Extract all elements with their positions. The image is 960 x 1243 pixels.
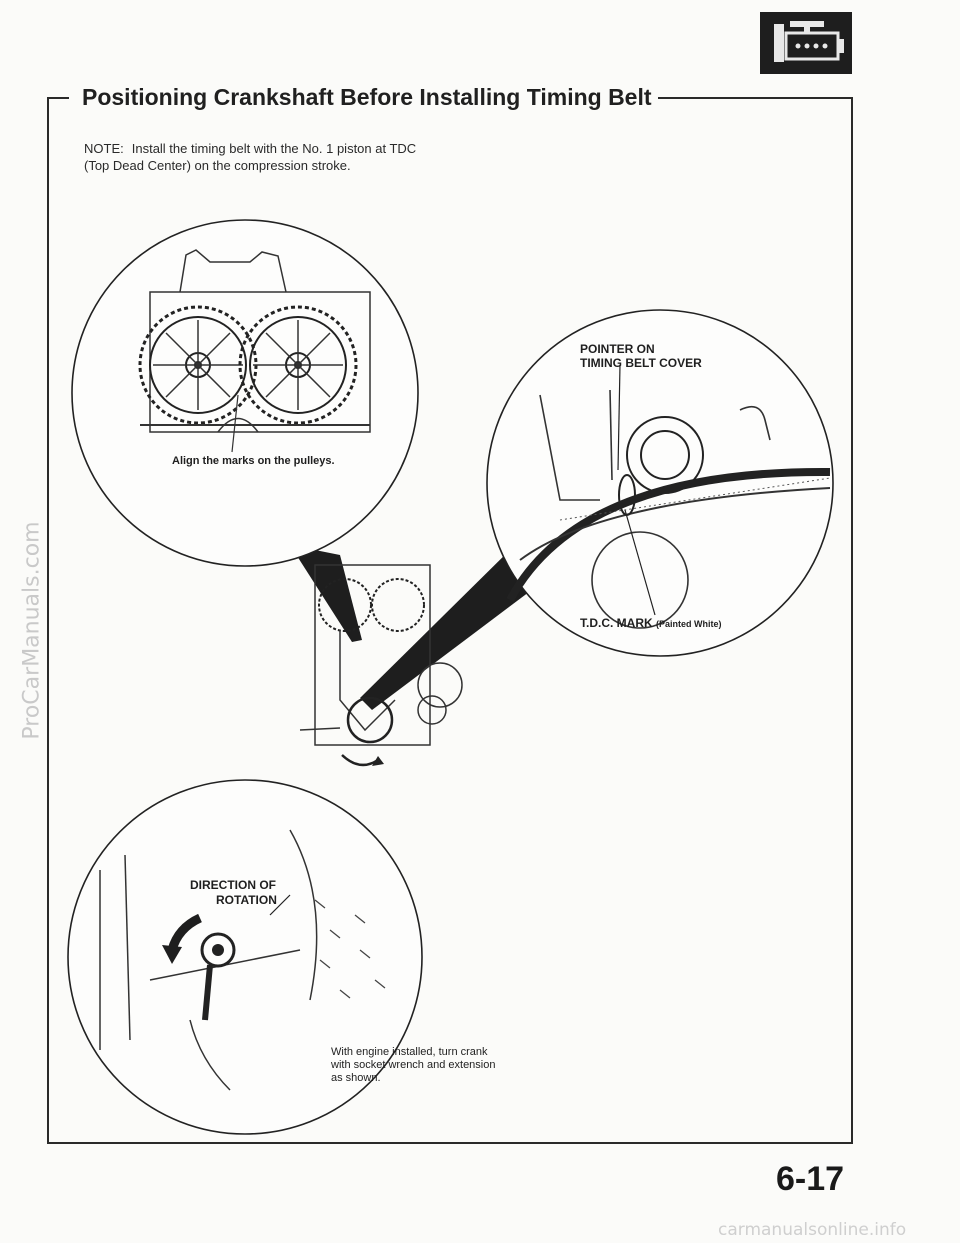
caption-direction: DIRECTION OF ROTATION: [190, 878, 277, 908]
note-text: Install the timing belt with the No. 1 p…: [84, 141, 417, 173]
cam-pulley-right: [238, 305, 358, 425]
engine-icon: [760, 12, 852, 74]
caption-direction-line2: ROTATION: [216, 893, 277, 907]
caption-pointer-line2: TIMING BELT COVER: [580, 356, 702, 370]
caption-tdc-note: (Painted White): [656, 619, 722, 629]
page-number: 6-17: [776, 1160, 845, 1198]
note-label: NOTE:: [84, 141, 124, 156]
note-block: NOTE:Install the timing belt with the No…: [84, 140, 434, 174]
callout-wedge-top: [290, 545, 362, 642]
cam-pulley-left: [138, 305, 258, 425]
callout-wedge-right: [360, 540, 545, 710]
page-frame: [47, 97, 853, 1144]
caption-tdc-mark: T.D.C. MARK: [580, 616, 653, 630]
footer-watermark: carmanualsonline.info: [718, 1220, 907, 1240]
engine-overview: [299, 564, 463, 767]
title-rule-right: [578, 97, 853, 99]
caption-tdc: T.D.C. MARK (Painted White): [580, 616, 722, 630]
tdc-mark-detail: [486, 309, 834, 657]
title-rule-left: [47, 97, 69, 99]
caption-align-marks: Align the marks on the pulleys.: [172, 455, 335, 467]
caption-turn-instruction: With engine installed, turn crank with s…: [331, 1046, 496, 1084]
rotation-detail: [67, 779, 423, 1135]
camshaft-pulleys-detail: [71, 219, 419, 567]
caption-pointer: POINTER ON TIMING BELT COVER: [580, 342, 702, 370]
caption-pointer-line1: POINTER ON: [580, 342, 655, 356]
page-title: Positioning Crankshaft Before Installing…: [76, 84, 658, 111]
caption-direction-line1: DIRECTION OF: [190, 878, 276, 892]
